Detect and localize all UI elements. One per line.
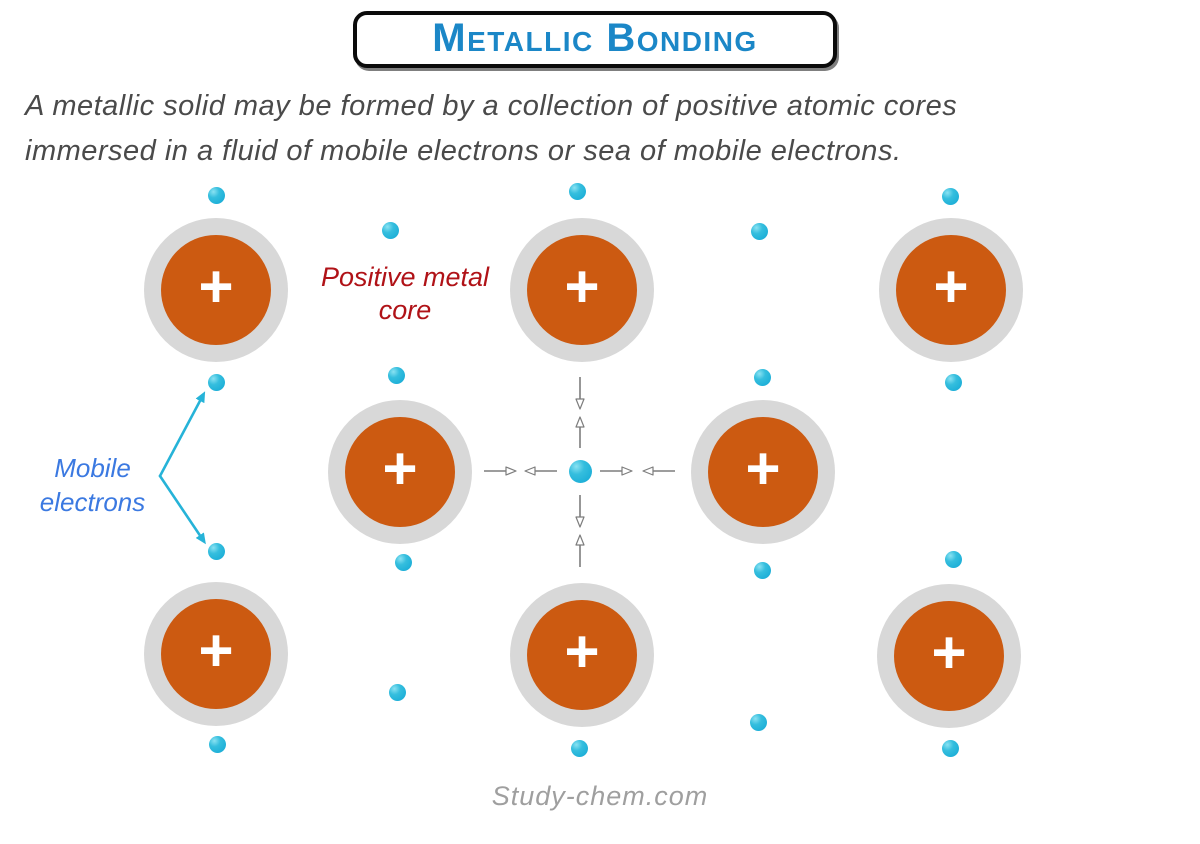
positive-metal-core: +: [879, 218, 1023, 362]
mobile-electron-dot: [570, 739, 588, 757]
positive-metal-core: +: [510, 583, 654, 727]
mobile-electron-dot: [941, 739, 959, 757]
core-body: +: [527, 600, 637, 710]
plus-sign: +: [198, 253, 234, 320]
positive-metal-core: +: [328, 400, 472, 544]
mobile-electron-dot: [381, 221, 399, 239]
plus-sign: +: [564, 618, 600, 685]
mobile-electron-dot: [753, 561, 771, 579]
plus-sign: +: [745, 435, 781, 502]
plus-sign: +: [382, 435, 418, 502]
core-body: +: [896, 235, 1006, 345]
mobile-electron-dot: [568, 182, 586, 200]
description-text: A metallic solid may be formed by a coll…: [25, 84, 1175, 174]
mobile-electrons-label-line-1: Mobile: [54, 453, 131, 483]
positive-metal-core: +: [144, 582, 288, 726]
mobile-electron-dot: [207, 186, 225, 204]
mobile-electron-dot: [207, 373, 225, 391]
title-box: Metallic Bonding: [353, 11, 837, 68]
mobile-electron-dot: [750, 222, 768, 240]
positive-metal-core: +: [144, 218, 288, 362]
positive-metal-core: +: [877, 584, 1021, 728]
mobile-electron-dot: [388, 683, 406, 701]
positive-metal-core: +: [510, 218, 654, 362]
mobile-electron-dot: [387, 366, 405, 384]
description-line-2: immersed in a fluid of mobile electrons …: [25, 135, 902, 167]
plus-sign: +: [564, 253, 600, 320]
core-body: +: [708, 417, 818, 527]
positive-core-label-line-1: Positive metal: [320, 262, 490, 292]
positive-core-label-line-2: core: [378, 295, 432, 325]
page-title: Metallic Bonding: [432, 15, 758, 60]
core-body: +: [161, 599, 271, 709]
core-body: +: [345, 417, 455, 527]
mobile-electron-dot: [941, 187, 959, 205]
plus-sign: +: [933, 253, 969, 320]
center-electron-dot: [568, 459, 592, 483]
mobile-electrons-label: Mobile electrons: [10, 451, 175, 519]
mobile-electron-dot: [944, 373, 962, 391]
core-body: +: [527, 235, 637, 345]
mobile-electron-dot: [749, 713, 767, 731]
mobile-electron-dot: [207, 542, 225, 560]
mobile-electrons-label-line-2: electrons: [39, 487, 146, 517]
positive-metal-core-label: Positive metal core: [295, 261, 515, 327]
watermark: Study-chem.com: [491, 781, 709, 811]
description-line-1: A metallic solid may be formed by a coll…: [25, 90, 958, 122]
mobile-electron-dot: [394, 553, 412, 571]
mobile-electron-dot: [208, 735, 226, 753]
core-body: +: [161, 235, 271, 345]
core-body: +: [894, 601, 1004, 711]
plus-sign: +: [198, 617, 234, 684]
plus-sign: +: [931, 619, 967, 686]
mobile-electron-dot: [944, 550, 962, 568]
positive-metal-core: +: [691, 400, 835, 544]
mobile-electron-dot: [753, 368, 771, 386]
